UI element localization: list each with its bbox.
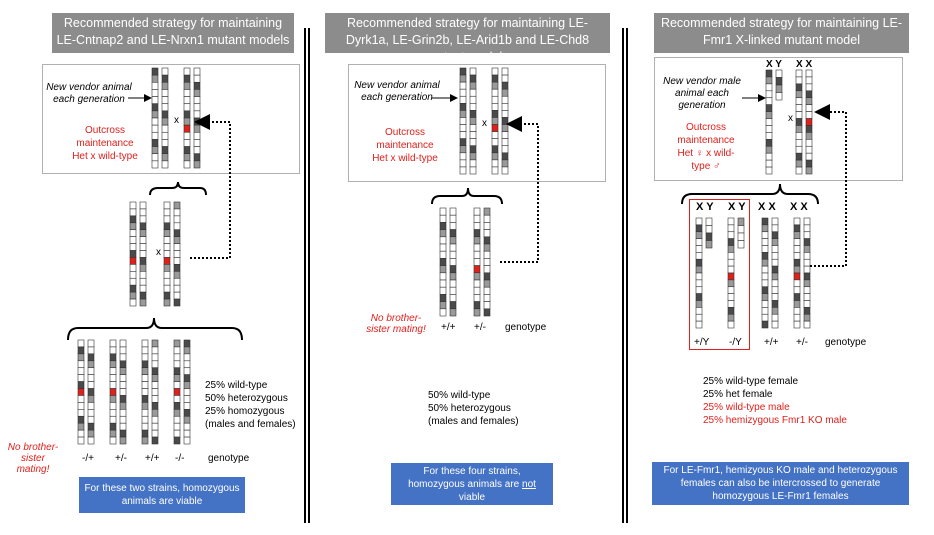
panel2-return-arrow: [500, 116, 539, 263]
panel3-header: Recommended strategy for maintaining LE-…: [654, 13, 909, 53]
panel1-f1-cross-symbol: x: [156, 247, 161, 258]
panel1-f1-het-2-b: [173, 201, 181, 307]
panel1-ratio-3: (males and females): [205, 419, 296, 430]
panel2-ratio-2: (males and females): [428, 416, 519, 427]
panel2-vendor-box: [348, 64, 606, 182]
panel2-parent-het-a: [491, 67, 499, 175]
panel1-genotype-1: +/-: [115, 453, 127, 464]
panel2-f1-wt-a: [439, 207, 447, 317]
panel2-vendor-label: New vendor animal each generation: [354, 80, 440, 103]
panel2-ratio-0: 50% wild-type: [428, 390, 491, 401]
separator-left-2: [308, 28, 310, 523]
panel3-genotype-3: +/-: [796, 337, 808, 348]
panel3-off-xx-wt-x1: [761, 217, 769, 329]
panel1-footer: For these two strains, homozygous animal…: [79, 477, 245, 513]
panel1-f1-het-b: [139, 201, 147, 307]
panel3-offspring-chrom-3: X X: [790, 201, 808, 213]
panel3-off-xx-het-x1: [793, 217, 801, 329]
panel3-parent-male-x: [765, 69, 773, 175]
panel3-offspring-chrom-2: X X: [758, 201, 776, 213]
panel1-f1-het-a: [129, 201, 137, 307]
panel1-ratio-2: 25% homozygous: [205, 406, 285, 417]
panel2-footer: For these four strains, homozygous anima…: [391, 463, 553, 505]
panel1-parent-vendor-a: [151, 67, 159, 169]
panel3-genotype-0: +/Y: [694, 337, 710, 348]
panel3-genotype-2: +/+: [764, 337, 779, 348]
panel3-genotype-1: -/Y: [729, 337, 742, 348]
panel3-off-xy-wt-y: [705, 217, 713, 249]
separator-right: [622, 28, 624, 523]
panel1-genotype-word: genotype: [208, 453, 250, 464]
panel3-genotype-word: genotype: [825, 337, 867, 348]
panel1-f2-a-b: [87, 339, 95, 445]
panel2-f1-het-b: [483, 207, 491, 317]
panel1-f2-d-b: [183, 339, 191, 445]
panel3-parent-male-y: [775, 69, 783, 101]
panel1-f2-c-a: [141, 339, 149, 445]
panel1-f2-b-a: [109, 339, 117, 445]
panel3-outcross-label: Outcross maintenance Het ♀ x wild-type ♂: [677, 122, 735, 172]
separator-left: [304, 28, 306, 523]
panel1-genotype-3: -/-: [175, 453, 185, 464]
panel3-cross-symbol: x: [788, 113, 793, 124]
panel1-f2-b-b: [119, 339, 127, 445]
panel3-ratio-0: 25% wild-type female: [703, 376, 799, 387]
panel1-ratio-0: 25% wild-type: [205, 380, 268, 391]
panel2-parent-het-b: [501, 67, 509, 175]
panel1-vendor-box: [42, 64, 300, 174]
panel1-f2-a-a: [77, 339, 85, 445]
panel1-f2-d-a: [173, 339, 181, 445]
panel2-genotype-0: +/+: [441, 322, 456, 333]
panel2-genotype-1: +/-: [474, 322, 486, 333]
panel3-ratio-3: 25% hemizygous Fmr1 KO male: [703, 415, 847, 426]
panel2-parent-vendor-a: [459, 67, 467, 175]
panel1-no-mating-label: No brother-sister mating!: [7, 442, 59, 475]
panel1-outcross-label: Outcross maintenance Het x wild-type: [72, 125, 138, 162]
panel2-header: Recommended strategy for maintaining LE-…: [325, 13, 610, 64]
panel2-genotype-word: genotype: [505, 322, 547, 333]
panel3-off-xx-wt-x2: [771, 217, 779, 329]
panel1-parent-vendor-b: [161, 67, 169, 169]
panel2-f1-het-a: [473, 207, 481, 317]
panel3-return-arrow: [810, 104, 847, 267]
panel3-offspring-chrom-0: X Y: [696, 201, 714, 213]
panel3-offspring-chrom-1: X Y: [728, 201, 746, 213]
panel2-brace: [431, 187, 503, 205]
panel3-male-highlight-box: [689, 199, 750, 350]
panel3-footer: For LE-Fmr1, hemizyous KO male and heter…: [652, 462, 909, 505]
panel3-parent-chrom-1: X X: [796, 59, 813, 70]
panel3-off-xy-wt-x: [695, 217, 703, 329]
panel3-parent-chrom-0: X Y: [766, 59, 782, 70]
panel1-genotype-0: -/+: [82, 453, 94, 464]
panel1-vendor-label: New vendor animal each generation: [46, 82, 132, 105]
panel3-off-xy-ko-x: [727, 217, 735, 329]
separator-right-2: [626, 28, 628, 523]
panel3-ratio-2: 25% wild-type male: [703, 402, 790, 413]
panel3-parent-female-x2: [805, 69, 813, 175]
panel3-off-xy-ko-y: [737, 217, 745, 249]
panel1-parent-het-a: [183, 67, 191, 169]
panel3-vendor-label: New vendor male animal each generation: [663, 76, 741, 111]
panel1-return-arrow-1: [190, 114, 231, 259]
panel1-parent-het-b: [193, 67, 201, 169]
panel2-ratio-1: 50% heterozygous: [428, 403, 511, 414]
panel3-ratio-1: 25% het female: [703, 389, 773, 400]
panel1-brace-1: [149, 181, 207, 196]
panel3-parent-female-x1: [795, 69, 803, 175]
panel2-parent-vendor-b: [469, 67, 477, 175]
panel2-no-mating-label: No brother-sister mating!: [366, 313, 426, 335]
panel3-off-xx-het-x2: [803, 217, 811, 329]
panel1-genotype-2: +/+: [145, 453, 160, 464]
panel1-ratio-1: 50% heterozygous: [205, 393, 288, 404]
panel1-brace-2: [67, 317, 243, 341]
panel3-brace: [681, 183, 819, 205]
panel2-cross-symbol: x: [482, 118, 487, 129]
panel2-f1-wt-b: [449, 207, 457, 317]
panel1-f2-c-b: [151, 339, 159, 445]
panel2-outcross-label: Outcross maintenance Het x wild-type: [372, 127, 438, 164]
panel1-cross-symbol: x: [174, 115, 179, 126]
panel1-f1-het-2-a: [163, 201, 171, 307]
panel1-header: Recommended strategy for maintaining LE-…: [52, 13, 294, 53]
